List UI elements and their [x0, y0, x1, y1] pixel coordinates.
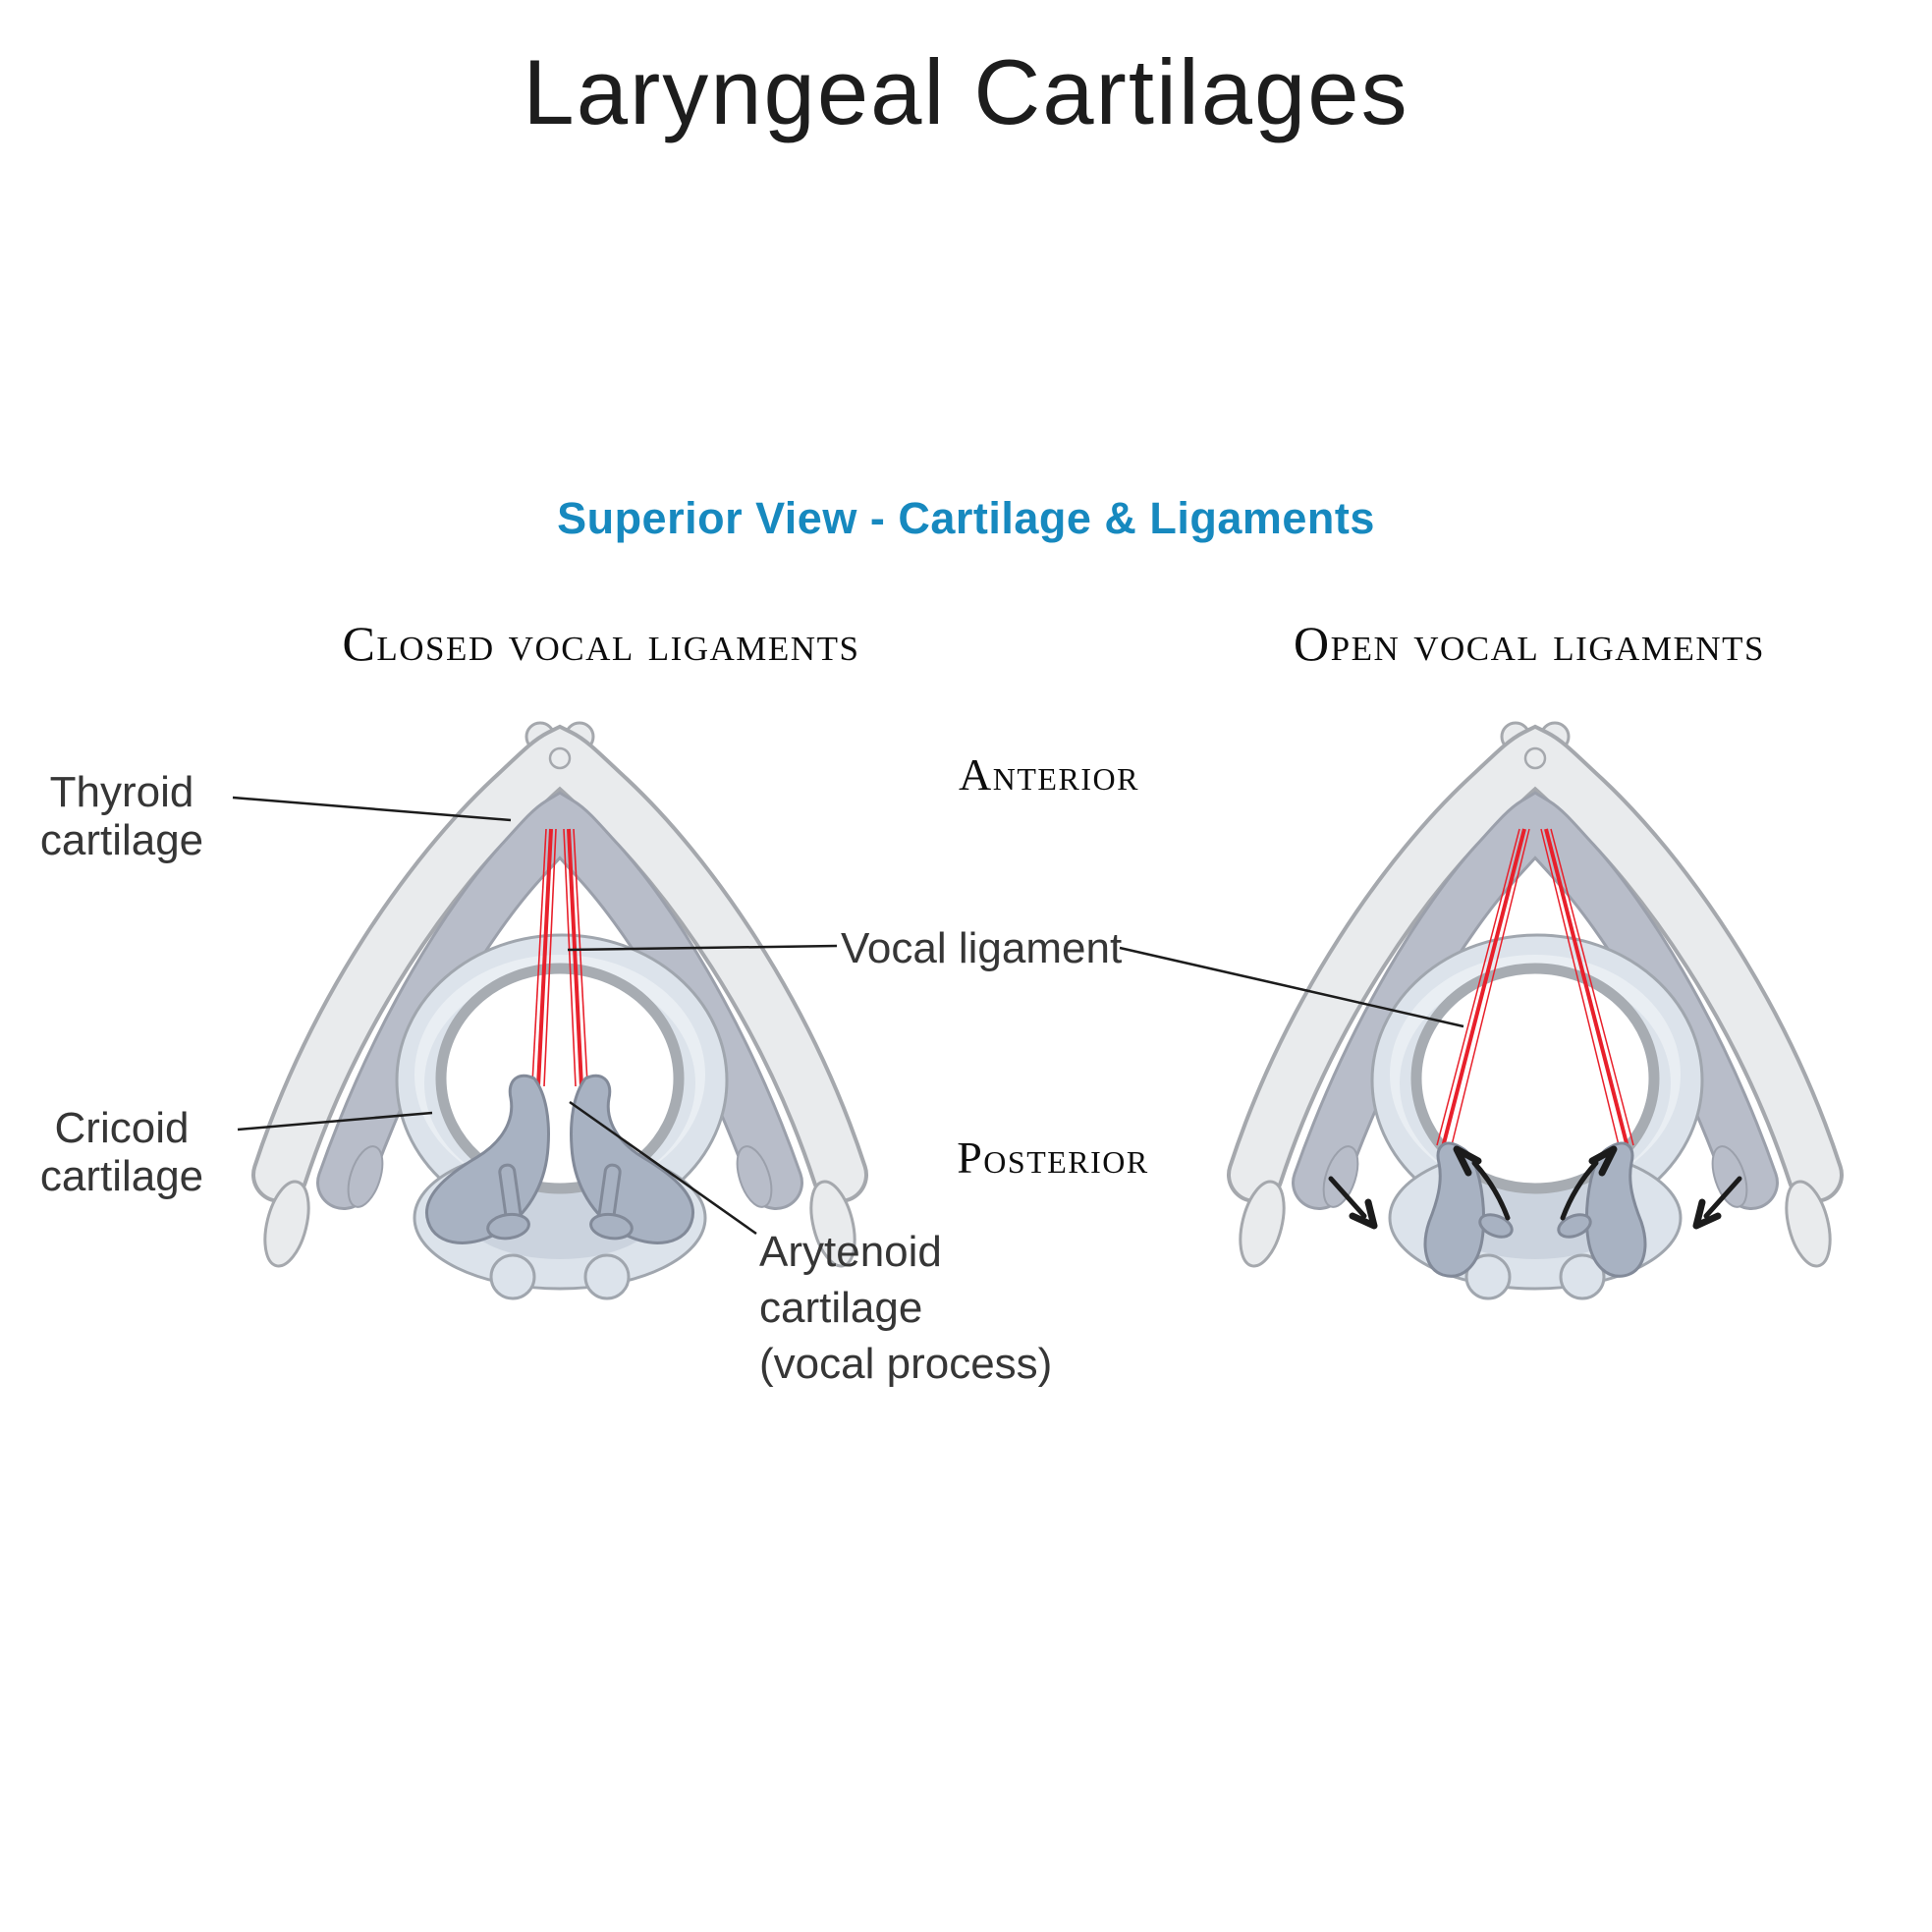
arytenoid-label-line3: (vocal process): [759, 1340, 1053, 1389]
vocal-ligament-leader-left: [567, 944, 838, 952]
arytenoid-label-line2: cartilage: [759, 1284, 923, 1333]
vocal-ligaments-closed: [531, 828, 588, 1087]
cricoid-cartilage-label-line1: Cricoid: [54, 1104, 190, 1152]
rotation-arrow-down-right-icon: [1328, 1176, 1378, 1230]
arytenoid-cartilages-closed: [425, 1074, 694, 1244]
page-title: Laryngeal Cartilages: [523, 40, 1409, 143]
thyroid-cartilage-label-line1: Thyroid: [49, 768, 194, 816]
thyroid-leader-line: [232, 796, 512, 822]
open-vocal-ligaments-figure: [1233, 723, 1838, 1298]
arytenoid-label-line1: Arytenoid: [759, 1228, 942, 1276]
arytenoid-leader-line: [569, 1100, 757, 1236]
arytenoid-cartilages-open: [1423, 1141, 1647, 1278]
arytenoid-muscular-process-left: [486, 1163, 530, 1241]
posterior-orientation-label: Posterior: [957, 1132, 1149, 1183]
arytenoid-cartilage-label: Arytenoid cartilage (vocal process): [759, 1224, 1052, 1393]
anterior-orientation-label: Anterior: [959, 749, 1139, 800]
closed-vocal-ligaments-figure: [257, 723, 862, 1298]
heading-closed-vocal-ligaments: Closed vocal ligaments: [342, 616, 860, 671]
leader-lines: [232, 796, 1464, 1236]
arytenoid-muscular-process-right: [589, 1163, 634, 1241]
rotation-arrow-down-left-icon: [1692, 1176, 1742, 1230]
rotation-arrows: [1328, 1145, 1742, 1230]
arytenoid-medial-hook-left: [1478, 1213, 1514, 1239]
arytenoid-medial-hook-right: [1557, 1213, 1592, 1239]
cricoid-cartilage-label-line2: cartilage: [39, 1152, 204, 1201]
rotation-arrow-up-left-icon: [1453, 1145, 1511, 1221]
heading-open-vocal-ligaments: Open vocal ligaments: [1294, 616, 1765, 671]
subtitle: Superior View - Cartilage & Ligaments: [557, 493, 1375, 543]
vocal-ligaments-open: [1436, 828, 1634, 1150]
vocal-ligament-leader-right: [1119, 946, 1464, 1028]
cricoid-leader-line: [237, 1111, 433, 1132]
thyroid-cartilage-label: Thyroid cartilage: [10, 768, 234, 865]
thyroid-cartilage-label-line2: cartilage: [39, 816, 204, 865]
rotation-arrow-up-right-icon: [1560, 1145, 1618, 1221]
vocal-ligament-label: Vocal ligament: [841, 924, 1123, 972]
cricoid-cartilage-label: Cricoid cartilage: [10, 1104, 234, 1201]
